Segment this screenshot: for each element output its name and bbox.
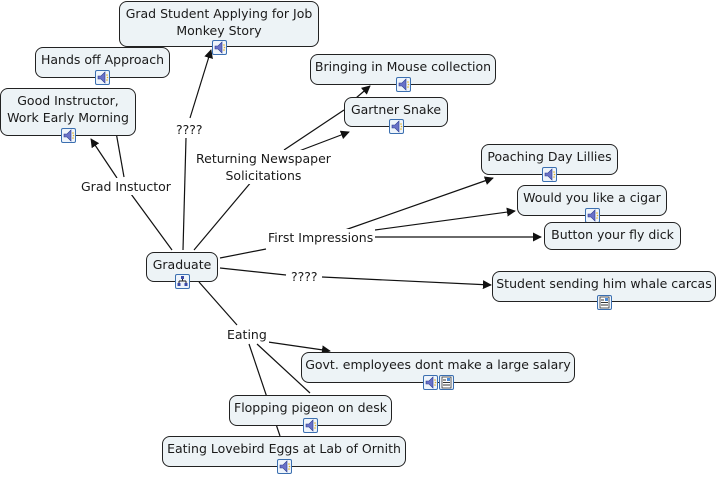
node-govt-salary[interactable]: Govt. employees dont make a large salary xyxy=(301,352,575,390)
node-label: Govt. employees dont make a large salary xyxy=(305,357,571,372)
node-label: Grad Student Applying for Job xyxy=(125,6,313,21)
node-whale[interactable]: Student sending him whale carcas xyxy=(492,271,716,310)
node-label: Good Instructor, xyxy=(17,93,119,108)
link-question-right[interactable]: ???? xyxy=(289,268,320,285)
node-grad-student-job[interactable]: Grad Student Applying for Job Monkey Sto… xyxy=(119,1,319,55)
edge-arrow xyxy=(189,49,213,119)
node-label: Gartner Snake xyxy=(350,102,442,117)
edge-arrow xyxy=(355,85,371,99)
node-label: Hands off Approach xyxy=(40,52,165,67)
edge-arrow xyxy=(321,276,492,290)
edge xyxy=(198,281,238,326)
node-good-instructor[interactable]: Good Instructor, Work Early Morning xyxy=(0,88,136,143)
audio-icon[interactable] xyxy=(276,459,292,474)
node-label: Would you like a cigar xyxy=(523,190,661,205)
edge xyxy=(130,193,173,251)
audio-icon[interactable] xyxy=(395,77,411,92)
edge xyxy=(115,131,125,178)
submap-icon[interactable] xyxy=(174,274,190,289)
audio-icon[interactable] xyxy=(584,208,600,223)
node-pigeon[interactable]: Flopping pigeon on desk xyxy=(229,395,392,433)
node-mouse-collection[interactable]: Bringing in Mouse collection xyxy=(310,54,496,92)
node-label: Work Early Morning xyxy=(7,110,129,125)
edge xyxy=(283,109,345,151)
audio-icon[interactable] xyxy=(211,40,227,55)
audio-icon[interactable] xyxy=(422,375,438,390)
node-label: Graduate xyxy=(152,257,212,272)
link-question-top[interactable]: ???? xyxy=(174,121,205,138)
audio-icon[interactable] xyxy=(542,167,557,182)
node-fly[interactable]: Button your fly dick xyxy=(544,222,681,250)
link-first-impressions[interactable]: First Impressions xyxy=(266,229,376,246)
edge-arrow xyxy=(374,207,516,231)
edge-arrow xyxy=(344,176,494,231)
node-cigar[interactable]: Would you like a cigar xyxy=(517,185,667,223)
node-lovebird[interactable]: Eating Lovebird Eggs at Lab of Ornith xyxy=(162,436,406,474)
audio-icon[interactable] xyxy=(303,418,318,433)
node-label: Eating Lovebird Eggs at Lab of Ornith xyxy=(167,441,401,456)
edge xyxy=(256,343,311,394)
edge xyxy=(193,180,253,251)
link-label: Solicitations xyxy=(225,168,302,183)
node-label: Bringing in Mouse collection xyxy=(314,59,492,74)
node-hands-off[interactable]: Hands off Approach xyxy=(35,47,170,85)
node-label: Flopping pigeon on desk xyxy=(234,400,387,415)
node-poaching-lillies[interactable]: Poaching Day Lillies xyxy=(481,144,618,182)
node-label: Student sending him whale carcas xyxy=(496,276,712,291)
node-gartner-snake[interactable]: Gartner Snake xyxy=(344,97,448,134)
link-grad-instructor[interactable]: Grad Instuctor xyxy=(79,178,173,195)
image-document-icon[interactable] xyxy=(438,375,454,390)
node-label: Monkey Story xyxy=(176,23,262,38)
node-label: Poaching Day Lillies xyxy=(487,149,612,164)
image-document-icon[interactable] xyxy=(596,295,612,310)
edge xyxy=(219,248,267,259)
audio-icon[interactable] xyxy=(388,119,404,134)
audio-icon[interactable] xyxy=(60,128,76,143)
link-label: Returning Newspaper xyxy=(196,151,331,166)
link-eating[interactable]: Eating xyxy=(225,326,269,343)
link-newspaper[interactable]: Returning Newspaper Solicitations xyxy=(194,150,333,184)
edge xyxy=(219,267,287,276)
edge-arrow xyxy=(90,138,118,179)
edge-arrow xyxy=(267,341,331,355)
node-graduate-root[interactable]: Graduate xyxy=(146,252,218,289)
audio-icon[interactable] xyxy=(95,70,110,85)
edge xyxy=(182,137,187,251)
node-label: Button your fly dick xyxy=(551,227,674,242)
edge-arrow xyxy=(298,130,350,152)
